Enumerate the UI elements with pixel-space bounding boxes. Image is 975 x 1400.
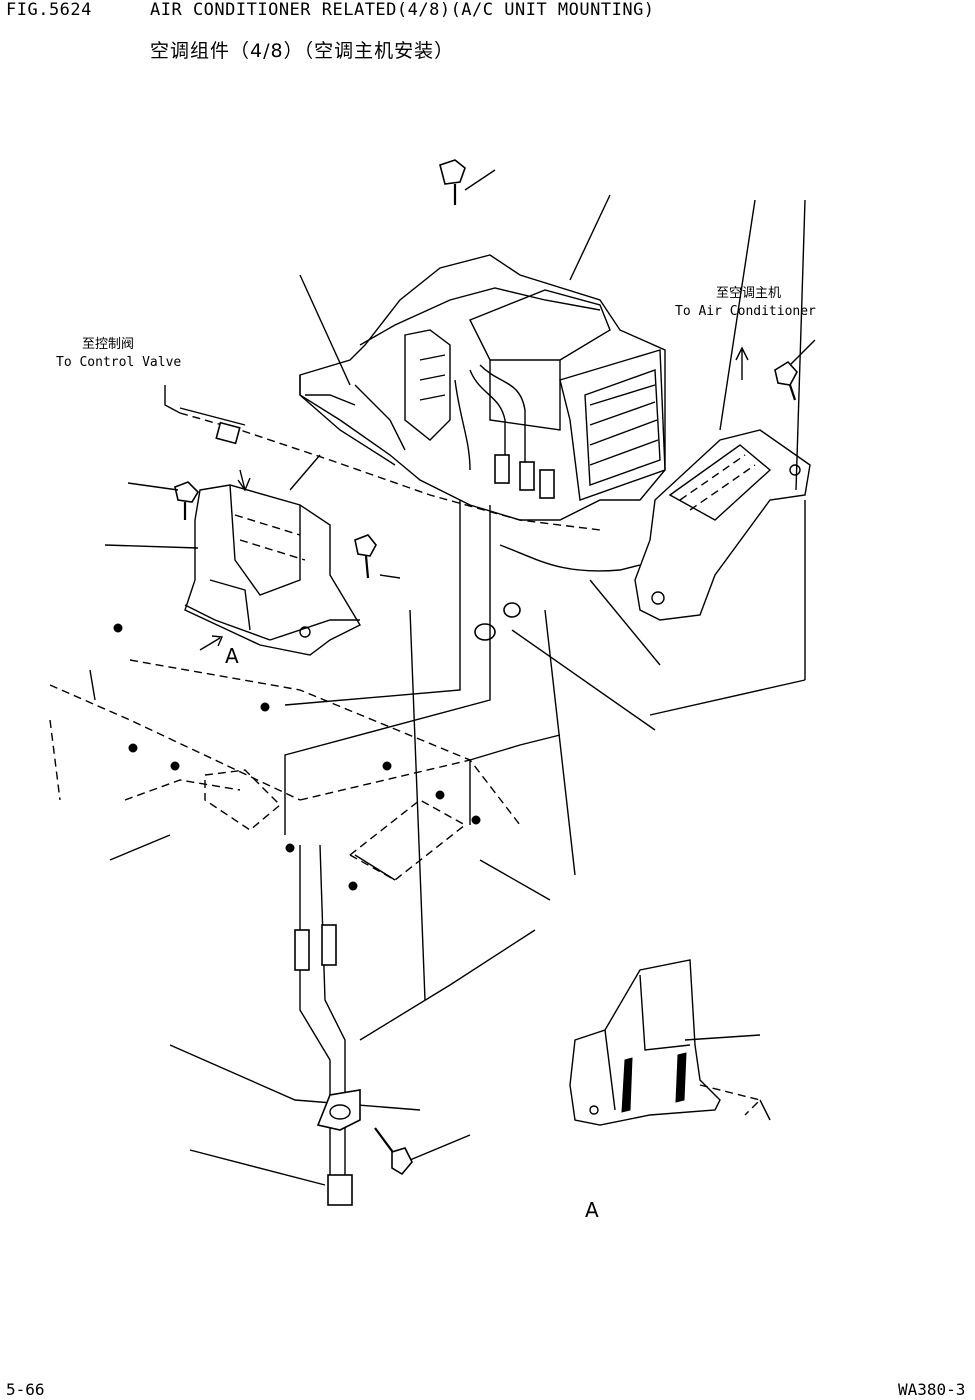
to-control-valve-label: To Control Valve: [56, 355, 182, 370]
grommet-icon: [474, 602, 521, 641]
right-mounting-bracket: [634, 429, 811, 621]
to-control-valve-label-cn: 至控制阀: [82, 337, 135, 352]
bolt-icon: [354, 534, 377, 579]
figure-number: FIG.5624: [6, 0, 92, 20]
to-air-conditioner-label: To Air Conditioner: [675, 304, 816, 319]
page-number: 5-66: [6, 1380, 45, 1399]
leader-lines: [104, 169, 816, 1186]
bolt-icon: [374, 1127, 413, 1176]
view-a-label: A: [585, 1198, 599, 1222]
floor-plate: [49, 659, 561, 1111]
bolt-icon: [774, 360, 798, 401]
to-air-conditioner-label-cn: 至空调主机: [716, 286, 782, 301]
hose-lines: [164, 385, 641, 1206]
clamp-icon: [316, 1089, 361, 1131]
detail-view-a: [569, 959, 771, 1126]
ac-unit: [299, 254, 666, 521]
detail-marker-a: A: [225, 644, 239, 668]
bolt-icon: [439, 159, 466, 205]
arrow-icon: [199, 346, 749, 651]
left-mounting-bracket: [184, 484, 361, 656]
model-number: WA380-3: [898, 1380, 966, 1399]
page-title: AIR CONDITIONER RELATED(4/8)(A/C UNIT MO…: [150, 0, 655, 20]
page-title-chinese: 空调组件（4/8）（空调主机安装）: [150, 40, 455, 62]
bolt-icon: [174, 481, 200, 520]
nut-icon: [113, 623, 481, 891]
